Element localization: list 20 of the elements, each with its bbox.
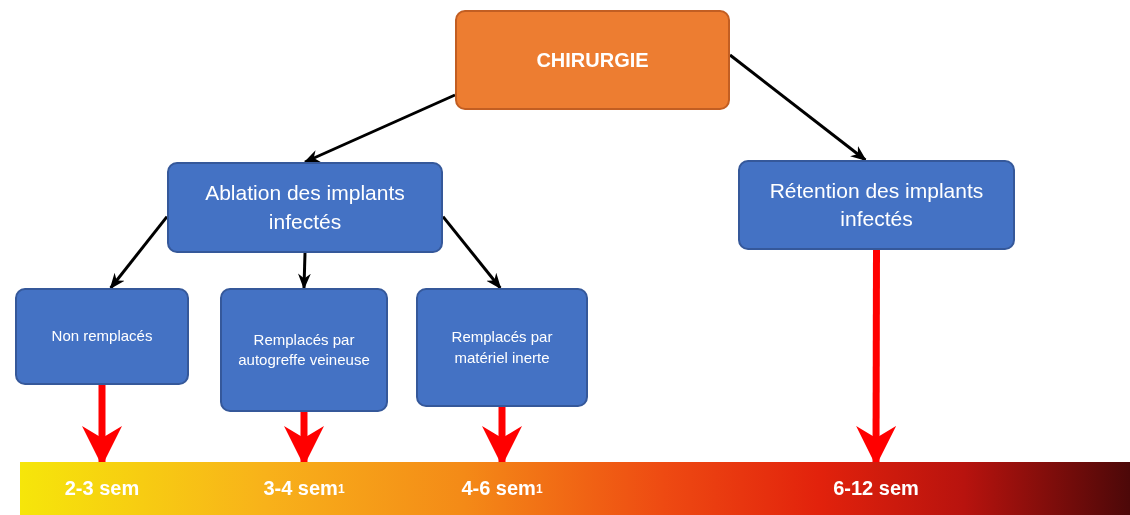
- box-text: Rétention des implants infectés: [768, 177, 985, 232]
- arrow: [298, 252, 311, 290]
- duration-label: 2-3 sem: [32, 462, 172, 515]
- timeline-bar: [20, 462, 1130, 515]
- arrow: [109, 215, 169, 290]
- box-text: CHIRURGIE: [536, 47, 649, 73]
- arrow: [441, 215, 502, 290]
- box-text: Remplacés par matériel inerte: [450, 327, 554, 368]
- box-text: Ablation des implants infectés: [204, 180, 406, 235]
- process-box: [15, 288, 189, 385]
- process-box: [738, 160, 1015, 250]
- arrow: [303, 93, 456, 164]
- process-box: [220, 288, 388, 412]
- box-text: Remplacés par autogreffe veineuse: [237, 329, 371, 370]
- root-box: [455, 10, 730, 110]
- process-box: [167, 162, 443, 253]
- arrow: [729, 53, 867, 162]
- duration-label: 6-12 sem: [806, 462, 946, 515]
- box-text: Non remplacés: [51, 326, 153, 347]
- process-box: [416, 288, 588, 407]
